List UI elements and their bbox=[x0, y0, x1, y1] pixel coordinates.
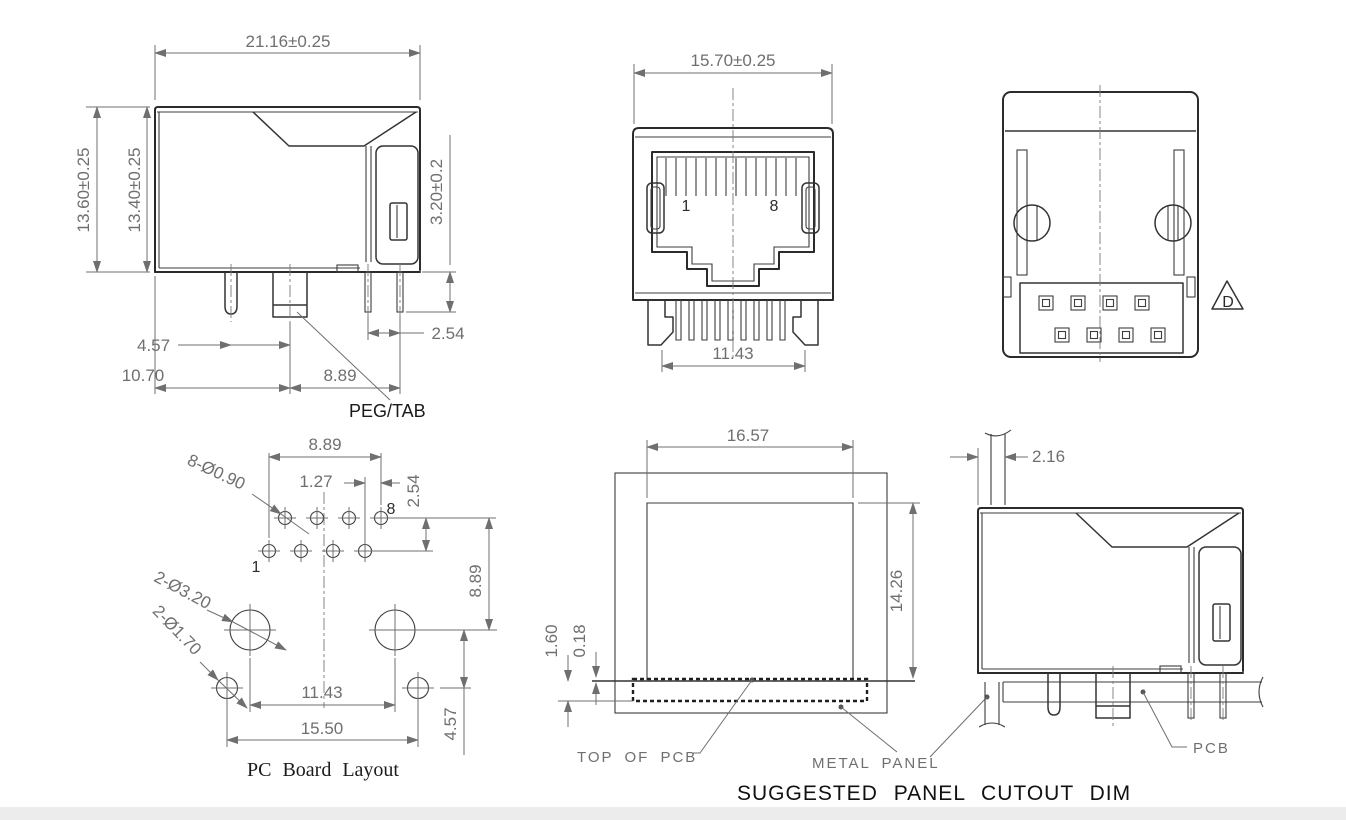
dim-pcb-peg-span: 11.43 bbox=[301, 683, 342, 702]
dim-side-height-inner: 13.40±0.25 bbox=[125, 148, 144, 233]
dim-side-height-outer: 13.60±0.25 bbox=[74, 148, 93, 233]
dim-side-pin-length: 3.20±0.2 bbox=[427, 159, 446, 225]
dim-pcb-peg-to-post: 4.57 bbox=[441, 707, 460, 740]
front-view: 1 8 15.70±0.25 11.43 bbox=[632, 51, 834, 372]
callout-post-holes: 2-Ø1.70 bbox=[149, 601, 205, 658]
dim-cutout-width: 16.57 bbox=[727, 426, 770, 445]
label-peg-tab: PEG/TAB bbox=[349, 401, 426, 421]
dim-side-pin-pitch: 2.54 bbox=[431, 324, 464, 343]
dim-pcb-rows-to-pegs: 8.89 bbox=[466, 564, 485, 597]
revision-letter: D bbox=[1222, 294, 1234, 311]
pcb-layout-title: PC Board Layout bbox=[247, 759, 399, 781]
dim-cutout-height: 14.26 bbox=[887, 570, 906, 613]
dim-front-width: 15.70±0.25 bbox=[691, 51, 776, 70]
revision-triangle-icon: D bbox=[1211, 280, 1244, 311]
rear-contact-squares bbox=[1038, 295, 1166, 343]
label-top-of-pcb: TOP OF PCB bbox=[577, 749, 697, 766]
dim-front-latch-span: 11.43 bbox=[712, 344, 753, 363]
pcb-layout-view: 1 8 8.89 1.27 2.54 8.89 11.43 15.50 4.57 bbox=[149, 435, 497, 781]
label-metal-panel: METAL PANEL bbox=[812, 755, 940, 772]
dim-pcb-post-span: 15.50 bbox=[301, 719, 344, 738]
page-bottom-band bbox=[0, 807, 1346, 820]
dim-side-width: 21.16±0.25 bbox=[246, 32, 331, 51]
dim-side-post-to-peg: 4.57 bbox=[137, 336, 170, 355]
pcb-pin-holes bbox=[258, 507, 392, 562]
dim-pcb-row-span: 8.89 bbox=[308, 435, 341, 454]
pcb-peg-holes bbox=[224, 604, 421, 656]
dim-panel-offset: 2.16 bbox=[1032, 447, 1065, 466]
dim-pcb-to-flange: 1.60 bbox=[542, 624, 561, 657]
front-pin1-label: 1 bbox=[682, 198, 691, 215]
pcb-pin1-label: 1 bbox=[252, 559, 261, 576]
front-pin8-label: 8 bbox=[770, 198, 779, 215]
callout-pin-holes: 8-Ø0.90 bbox=[184, 450, 248, 493]
pcb-pin8-label: 8 bbox=[387, 501, 396, 518]
dim-side-peg-to-pin: 8.89 bbox=[323, 366, 356, 385]
dim-side-front-to-peg: 10.70 bbox=[122, 366, 165, 385]
dim-pcb-row-gap: 2.54 bbox=[404, 474, 423, 507]
side-mounted-view: 2.16 PCB bbox=[950, 429, 1264, 757]
rear-view: D bbox=[1002, 85, 1244, 362]
side-view: 21.16±0.25 13.60±0.25 13.40±0.25 3.20±0.… bbox=[74, 32, 465, 421]
dim-pcb-pitch: 1.27 bbox=[299, 472, 332, 491]
label-pcb: PCB bbox=[1193, 740, 1230, 757]
panel-cutout-title: SUGGESTED PANEL CUTOUT DIM bbox=[737, 782, 1131, 805]
dim-panel-gap: 0.18 bbox=[570, 624, 589, 657]
panel-cutout-view: 16.57 14.26 1.60 0.18 TOP OF PCB METAL P… bbox=[542, 426, 1131, 805]
